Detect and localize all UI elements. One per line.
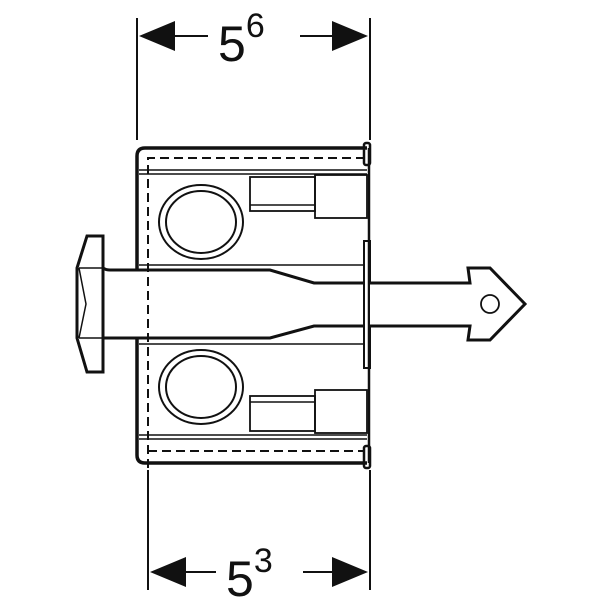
key-knob	[75, 234, 105, 374]
actuation-key	[75, 234, 528, 374]
top-opening-inner	[165, 190, 237, 254]
arrowhead-left-icon	[150, 557, 186, 587]
shaft-bottom-edge	[102, 324, 364, 340]
top-dimension: 56	[136, 7, 371, 140]
box-outline-bottom	[135, 339, 367, 465]
top-opening-outer	[158, 184, 244, 260]
top-clip	[249, 176, 316, 212]
bottom-dimension: 53	[147, 470, 371, 600]
knob-bevel	[78, 267, 87, 339]
arrowhead-right-icon	[332, 557, 368, 587]
top-flange	[362, 141, 372, 167]
shaft-top-edge	[102, 266, 364, 285]
arrowhead-right-icon	[332, 21, 368, 51]
arrowhead-left-icon	[139, 21, 175, 51]
box-body	[135, 141, 372, 470]
key-tip	[370, 266, 528, 342]
bottom-flange	[362, 444, 372, 470]
top-dimension-value: 56	[218, 7, 265, 72]
top-clip-block	[314, 174, 368, 219]
bottom-opening-inner	[165, 355, 237, 419]
bottom-opening-outer	[158, 349, 244, 425]
middle-flange	[363, 240, 371, 369]
box-outline-top	[135, 146, 367, 269]
key-tip-hole-icon	[480, 294, 500, 314]
bottom-clip-block	[314, 389, 368, 434]
bottom-dimension-value: 53	[226, 542, 273, 600]
inner-dashed-top	[147, 157, 365, 468]
